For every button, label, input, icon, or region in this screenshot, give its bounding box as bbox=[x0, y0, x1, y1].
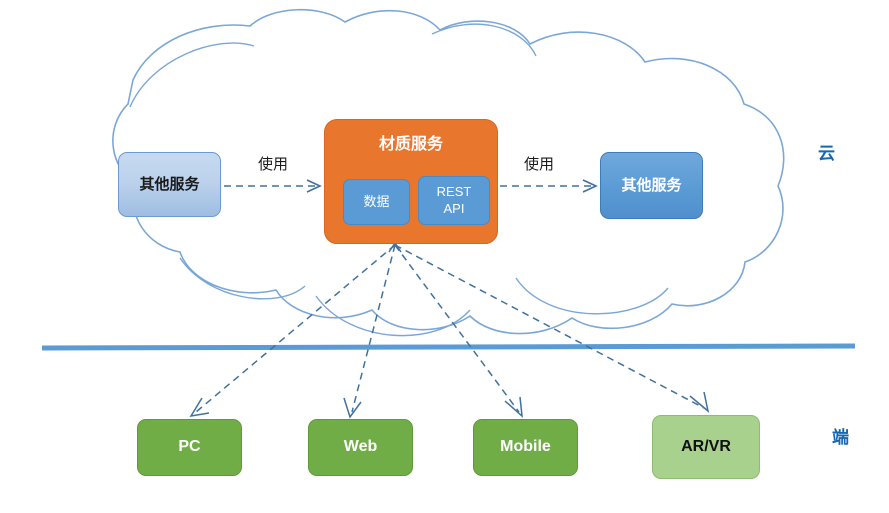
node-material-service[interactable]: 材质服务 数据 REST API bbox=[324, 119, 498, 244]
edge-material-to-right-arrowhead bbox=[582, 179, 598, 193]
node-client-web-label: Web bbox=[343, 438, 378, 456]
edge-material-to-mobile-arrowhead bbox=[504, 396, 523, 418]
node-client-pc-label: PC bbox=[178, 438, 201, 456]
node-material-service-title: 材质服务 bbox=[378, 136, 443, 153]
zone-label-cloud: 云 bbox=[818, 144, 835, 163]
edge-material-to-arvr-arrowhead bbox=[689, 391, 710, 413]
edge-material-to-pc-arrowhead bbox=[189, 397, 210, 418]
zone-label-device: 端 bbox=[832, 428, 849, 447]
edge-material-to-web bbox=[351, 244, 396, 413]
cloud-device-divider bbox=[41, 343, 856, 351]
cloud-inner-arc-bottom-mid bbox=[315, 295, 471, 337]
node-rest-api[interactable]: REST API bbox=[418, 176, 490, 225]
edge-material-to-arvr bbox=[394, 244, 705, 409]
edge-material-to-pc bbox=[195, 244, 396, 413]
node-client-mobile-label: Mobile bbox=[500, 438, 551, 456]
cloud-inner-arc-top-left bbox=[129, 42, 255, 108]
edge-material-to-mobile bbox=[394, 244, 520, 413]
cloud-inner-arc-top-mid bbox=[431, 23, 537, 57]
edge-left-to-material-arrowhead bbox=[306, 179, 322, 193]
node-client-arvr[interactable]: AR/VR bbox=[652, 415, 760, 479]
node-other-service-right-label: 其他服务 bbox=[621, 176, 682, 194]
edge-label-use-left: 使用 bbox=[258, 156, 289, 173]
cloud-inner-arc-bottom-right bbox=[515, 277, 669, 315]
node-data[interactable]: 数据 bbox=[343, 179, 410, 225]
edge-material-to-web-arrowhead bbox=[343, 397, 362, 419]
cloud-inner-arc-bottom-left bbox=[179, 257, 306, 300]
node-rest-api-label-line1: REST bbox=[436, 184, 472, 200]
node-other-service-left-label: 其他服务 bbox=[139, 175, 200, 193]
node-rest-api-label-line2: API bbox=[443, 200, 465, 216]
node-client-web[interactable]: Web bbox=[308, 419, 413, 476]
node-client-arvr-label: AR/VR bbox=[681, 437, 731, 455]
node-data-label: 数据 bbox=[363, 193, 390, 209]
node-other-service-right[interactable]: 其他服务 bbox=[600, 152, 703, 219]
edge-label-use-right: 使用 bbox=[524, 156, 555, 173]
node-client-pc[interactable]: PC bbox=[137, 419, 242, 476]
node-other-service-left[interactable]: 其他服务 bbox=[118, 152, 221, 217]
node-client-mobile[interactable]: Mobile bbox=[473, 419, 578, 476]
